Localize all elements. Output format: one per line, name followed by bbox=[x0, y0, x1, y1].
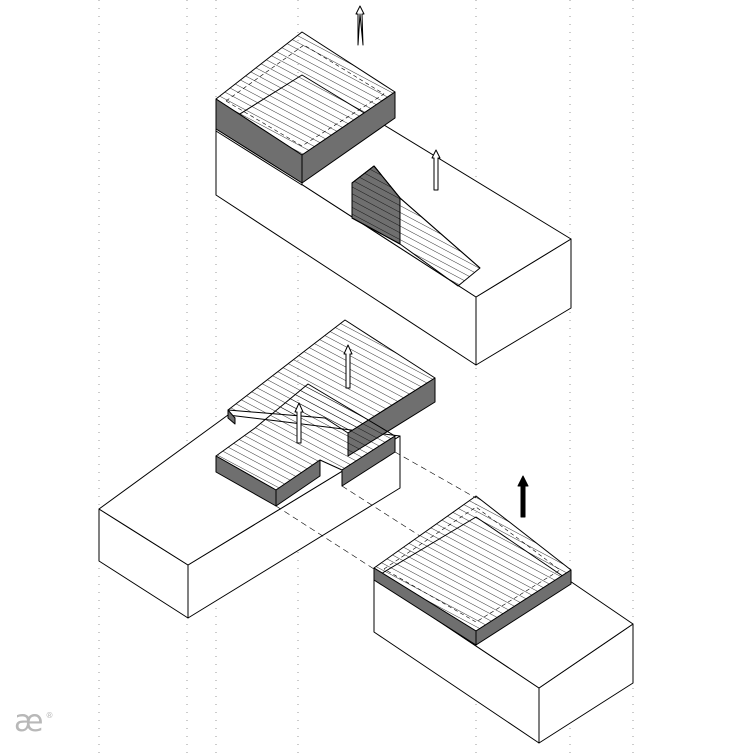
cross-slab-lower-band-mid bbox=[275, 459, 321, 507]
registered-mark: ® bbox=[45, 711, 53, 720]
projection-lines bbox=[275, 451, 477, 570]
up-arrow-icon bbox=[355, 5, 365, 46]
right-block-slab bbox=[373, 495, 572, 646]
slab-edge-left bbox=[215, 128, 303, 186]
up-arrow-icon bbox=[294, 402, 304, 444]
top-block-wedge bbox=[351, 165, 481, 287]
cross-slab bbox=[215, 319, 436, 507]
top-block-slab bbox=[215, 31, 396, 186]
up-arrow-icon bbox=[431, 149, 441, 191]
wedge-end-hatch bbox=[351, 165, 401, 245]
slab-band-right bbox=[301, 91, 396, 184]
arrows bbox=[294, 5, 529, 518]
up-arrow-icon bbox=[343, 344, 353, 389]
slab-dashed-outline bbox=[225, 44, 385, 147]
right-slab-dashed-outline bbox=[383, 506, 561, 623]
projection-line bbox=[394, 451, 477, 499]
ae-logo: æ® bbox=[14, 704, 53, 739]
cross-slab-upper-band-left bbox=[227, 409, 236, 425]
up-arrow-icon bbox=[517, 475, 529, 518]
logo-text: æ bbox=[14, 704, 44, 739]
projection-line bbox=[341, 485, 421, 537]
wedge-ridge bbox=[399, 197, 481, 269]
right-slab-band-right bbox=[475, 569, 572, 646]
